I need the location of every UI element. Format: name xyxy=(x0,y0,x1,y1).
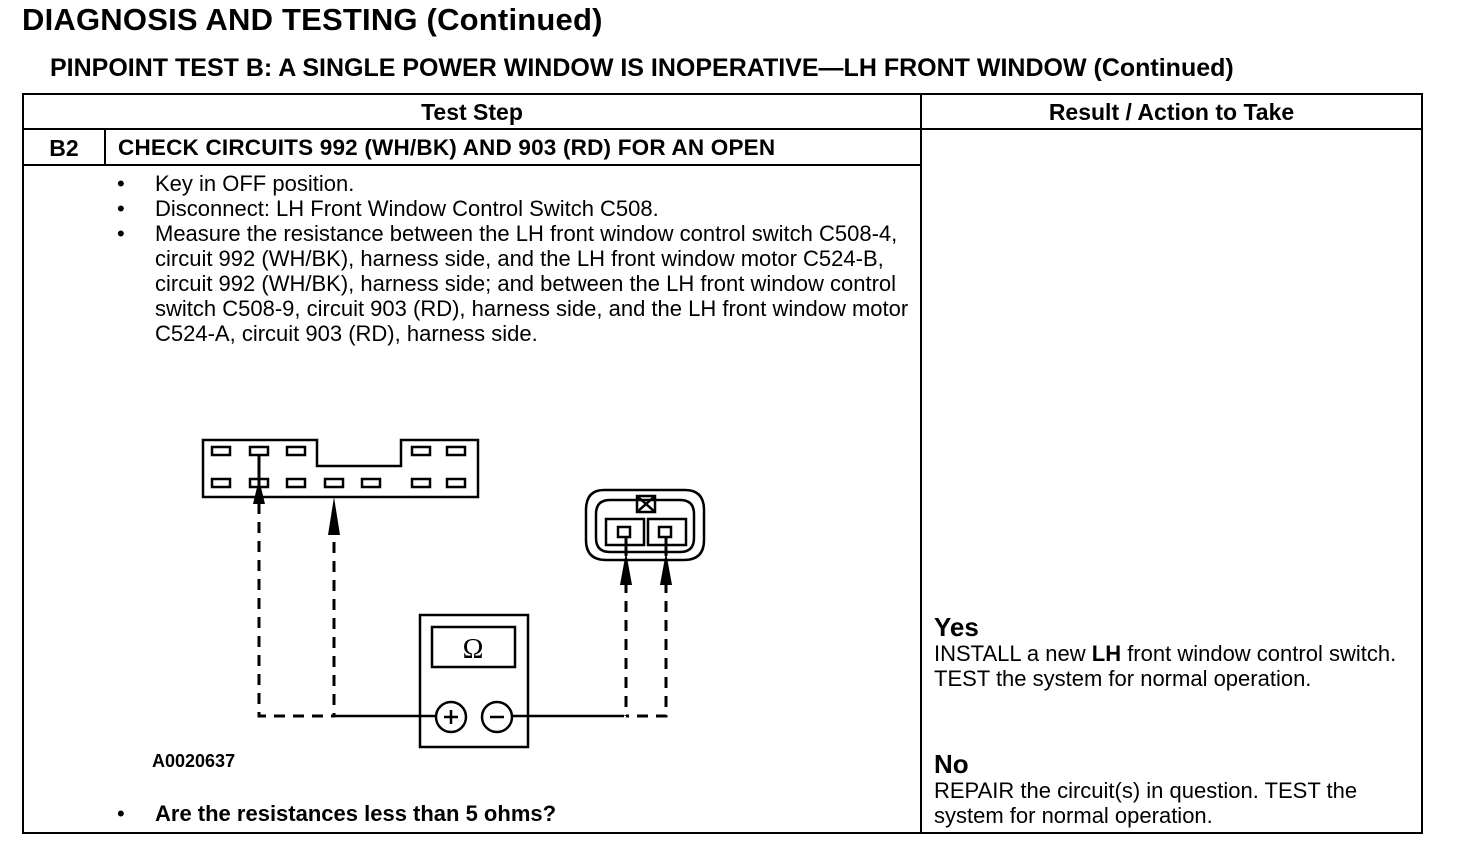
step-title-divider xyxy=(22,164,922,166)
result-no: No REPAIR the circuit(s) in question. TE… xyxy=(934,750,1404,828)
step-instructions: Key in OFF position. Disconnect: LH Fron… xyxy=(112,171,912,346)
step-id: B2 xyxy=(49,135,79,161)
test-question: Are the resistances less than 5 ohms? xyxy=(112,801,556,827)
step-id-divider xyxy=(104,128,106,166)
result-yes-action: INSTALL a new LH front window control sw… xyxy=(934,641,1397,691)
column-header-result: Result / Action to Take xyxy=(1048,99,1295,125)
ohm-symbol: Ω xyxy=(463,634,484,665)
switch-connector-c508 xyxy=(201,438,480,499)
instruction-item: Key in OFF position. xyxy=(112,171,912,196)
instruction-item: Measure the resistance between the LH fr… xyxy=(112,221,912,346)
pinpoint-test-title: PINPOINT TEST B: A SINGLE POWER WINDOW I… xyxy=(50,54,1234,82)
column-divider xyxy=(920,93,922,834)
step-title: CHECK CIRCUITS 992 (WH/BK) AND 903 (RD) … xyxy=(118,135,776,160)
measurement-diagram: Ω xyxy=(201,438,706,749)
result-yes-label: Yes xyxy=(934,612,979,642)
result-yes: Yes INSTALL a new LH front window contro… xyxy=(934,613,1404,691)
column-header-test-step: Test Step xyxy=(421,99,523,125)
test-table xyxy=(22,93,1423,834)
figure-id: A0020637 xyxy=(152,751,236,771)
ohmmeter xyxy=(418,613,530,749)
result-no-label: No xyxy=(934,749,969,779)
instruction-item: Disconnect: LH Front Window Control Swit… xyxy=(112,196,912,221)
motor-connector-c524 xyxy=(584,488,706,562)
page-title: DIAGNOSIS AND TESTING (Continued) xyxy=(22,2,603,37)
header-divider xyxy=(22,128,1423,130)
result-no-action: REPAIR the circuit(s) in question. TEST … xyxy=(934,778,1358,828)
